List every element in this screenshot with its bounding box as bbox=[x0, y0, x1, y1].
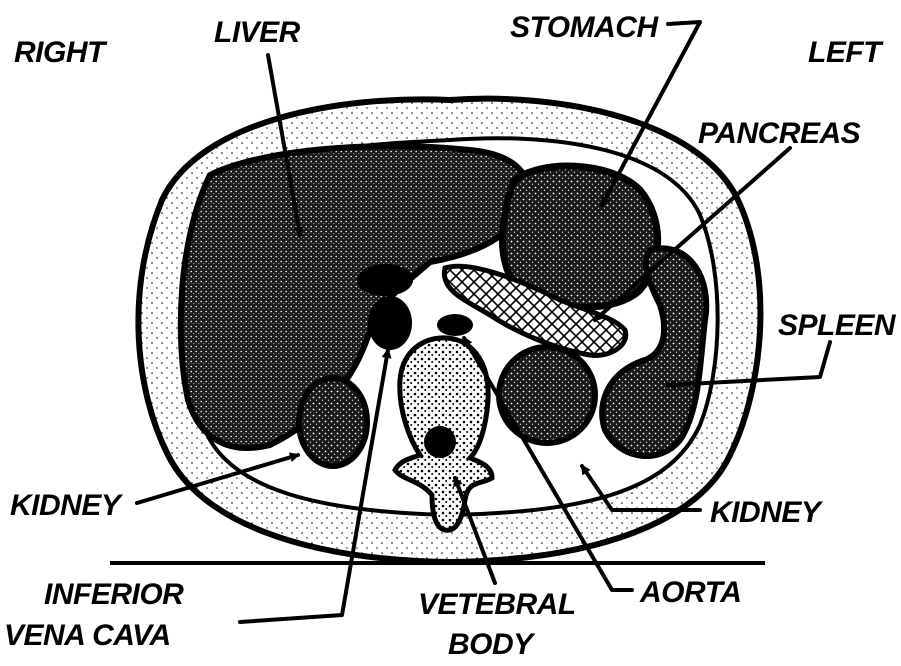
spinal-canal bbox=[424, 426, 456, 458]
label-liver: LIVER bbox=[214, 16, 301, 49]
label-ivc-line1: INFERIOR bbox=[44, 578, 184, 611]
aorta bbox=[437, 314, 473, 336]
inferior-vena-cava bbox=[368, 296, 412, 350]
label-vertebral-line1: VETEBRAL bbox=[418, 588, 576, 621]
kidney-right bbox=[299, 378, 367, 466]
label-pancreas: PANCREAS bbox=[698, 117, 861, 150]
label-aorta: AORTA bbox=[639, 576, 741, 609]
label-left: LEFT bbox=[808, 36, 884, 69]
label-stomach: STOMACH bbox=[510, 11, 659, 44]
label-kidney-left: KIDNEY bbox=[710, 496, 824, 529]
label-spleen: SPLEEN bbox=[778, 309, 897, 342]
kidney-left bbox=[499, 347, 595, 443]
label-kidney-right: KIDNEY bbox=[10, 489, 124, 522]
portal-vessels bbox=[357, 264, 413, 296]
label-right: RIGHT bbox=[14, 36, 108, 69]
label-vertebral-line2: BODY bbox=[448, 628, 536, 661]
label-ivc-line2: VENA CAVA bbox=[4, 619, 171, 652]
